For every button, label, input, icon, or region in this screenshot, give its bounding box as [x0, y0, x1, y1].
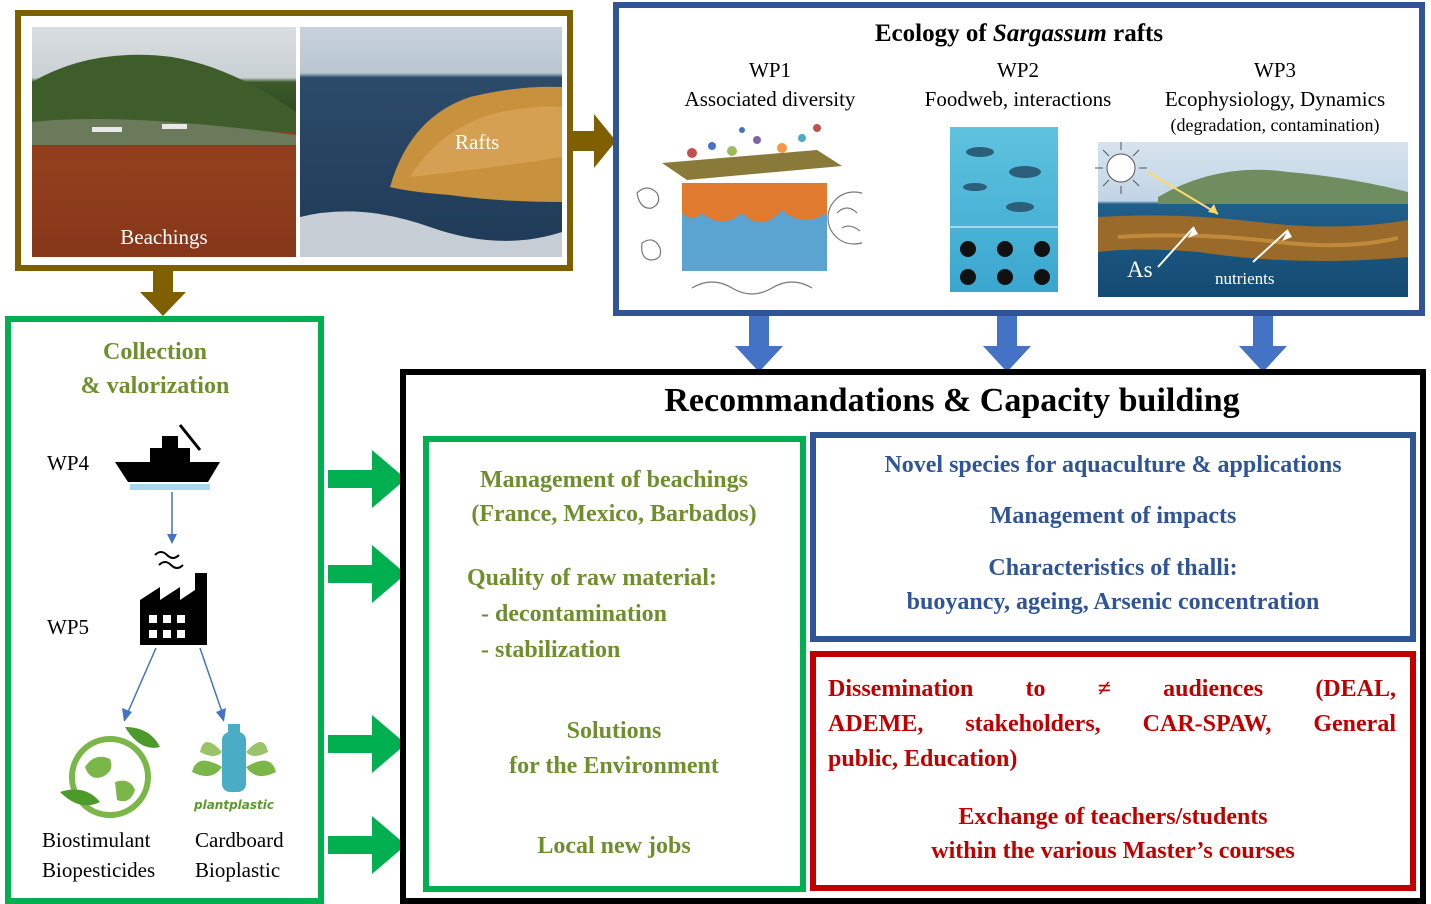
- as-label: As: [1127, 257, 1153, 282]
- product2-line2: Bioplastic: [195, 858, 281, 882]
- exchange-line1: Exchange of teachers/students: [958, 804, 1268, 830]
- blue-arrow-down-wp3: [1239, 316, 1287, 372]
- solutions-line1: Solutions: [566, 718, 662, 744]
- recommendations-title: Recommandations & Capacity building: [664, 382, 1240, 419]
- dissemination-line3: public, Education): [828, 746, 1018, 772]
- thalli-line2: buoyancy, ageing, Arsenic concentration: [906, 589, 1320, 615]
- blue-arrow-down-wp2: [983, 316, 1031, 372]
- photos-box: [15, 10, 573, 271]
- nutrients-label: nutrients: [1215, 269, 1275, 288]
- factory-icon: [140, 551, 207, 645]
- green-arrow-4: [328, 816, 406, 874]
- dissemination-line1: Dissemination to ≠ audiences (DEAL,: [828, 676, 1396, 702]
- product2-line1: Cardboard: [195, 828, 284, 852]
- quality-line2: - decontamination: [481, 601, 667, 627]
- green-inner-box: [423, 436, 806, 892]
- green-arrow-3: [328, 715, 406, 773]
- arrow-wp4-to-wp5: [167, 492, 177, 544]
- green-arrow-1: [328, 450, 406, 508]
- green-arrow-2: [328, 545, 406, 603]
- blue-arrow-down-wp1: [735, 316, 783, 372]
- wp3-ecophysiology-illustration: As nutrients: [1098, 142, 1408, 297]
- wp3-label: Ecophysiology, Dynamics: [1164, 87, 1386, 111]
- collection-box: [5, 316, 324, 904]
- ecophysiology-scene: [1098, 169, 1408, 268]
- collection-title-line1: Collection: [103, 339, 207, 365]
- plantplastic-icon: [192, 724, 276, 792]
- wp4-label: WP4: [47, 451, 89, 475]
- ecology-title-prefix: Ecology of: [874, 20, 993, 47]
- product1-label: Biostimulant Biopesticides: [42, 825, 155, 885]
- wp2-label: Foodweb, interactions: [924, 87, 1112, 111]
- ship-icon: [115, 424, 220, 490]
- novel-species: Novel species for aquaculture & applicat…: [884, 452, 1342, 478]
- brown-arrow-down: [140, 270, 186, 316]
- foodweb-scene: [950, 147, 1058, 285]
- quality-line1: Quality of raw material:: [467, 565, 717, 591]
- thalli-line1: Characteristics of thalli:: [988, 555, 1238, 581]
- quality-line3: - stabilization: [481, 637, 621, 663]
- wp3-id: WP3: [1254, 58, 1296, 82]
- exchange-line2: within the various Master’s courses: [931, 838, 1295, 864]
- rafts-photo: Rafts: [300, 27, 562, 257]
- wp1-heading: WP1 Associated diversity: [660, 56, 880, 114]
- wp5-label: WP5: [47, 615, 89, 639]
- brown-arrow-right: [572, 114, 616, 168]
- plantplastic-logo: plantplastic: [186, 722, 282, 817]
- biostimulant-globe-icon: [60, 727, 160, 818]
- product1-line1: Biostimulant: [42, 828, 151, 852]
- exchange-teachers: Exchange of teachers/students within the…: [816, 800, 1410, 868]
- beachings-photo: Beachings: [32, 27, 296, 257]
- recommendations-box: [400, 369, 1426, 904]
- wp3-sublabel: (degradation, contamination): [1170, 115, 1380, 135]
- management-line1: Management of beachings: [480, 467, 748, 493]
- ecology-box: [613, 2, 1425, 316]
- product2-label: Cardboard Bioplastic: [195, 825, 284, 885]
- local-new-jobs: Local new jobs: [537, 833, 691, 859]
- product1-line2: Biopesticides: [42, 858, 156, 882]
- wp2-foodweb-illustration: [950, 127, 1058, 292]
- wp2-heading: WP2 Foodweb, interactions: [903, 56, 1133, 114]
- management-of-beachings: Management of beachings (France, Mexico,…: [429, 463, 799, 531]
- ecology-title-suffix: rafts: [1106, 20, 1164, 47]
- beachings-label: Beachings: [120, 225, 208, 249]
- collection-title: Collection & valorization: [20, 335, 290, 403]
- sun-icon: [1095, 142, 1147, 194]
- beachings-scene: [32, 54, 296, 257]
- wp2-id: WP2: [997, 58, 1039, 82]
- solutions-environment: Solutions for the Environment: [429, 714, 799, 784]
- quality-raw-material: Quality of raw material: - decontaminati…: [467, 560, 797, 668]
- blue-inner-box: [810, 432, 1416, 642]
- arrows-wp5-to-products: [122, 648, 226, 722]
- management-of-impacts: Management of impacts: [989, 503, 1237, 529]
- management-line2: (France, Mexico, Barbados): [471, 501, 757, 527]
- collection-title-line2: & valorization: [80, 373, 230, 399]
- plantplastic-wordmark: plantplastic: [194, 798, 274, 812]
- wp3-heading: WP3 Ecophysiology, Dynamics (degradation…: [1140, 56, 1410, 136]
- ecology-title: Ecology of Sargassum rafts: [613, 20, 1425, 48]
- wp1-diversity-illustration: [636, 124, 862, 295]
- dissemination-line2: ADEME, stakeholders, CAR-SPAW, General: [828, 711, 1396, 737]
- characteristics-of-thalli: Characteristics of thalli: buoyancy, age…: [816, 551, 1410, 619]
- ecology-title-italic: Sargassum: [992, 20, 1107, 47]
- solutions-line2: for the Environment: [509, 753, 719, 779]
- wp1-id: WP1: [749, 58, 791, 82]
- rafts-scene: [300, 86, 562, 257]
- red-inner-box: [810, 651, 1416, 891]
- wp1-label: Associated diversity: [684, 87, 856, 111]
- dissemination: Dissemination to ≠ audiences (DEAL, ADEM…: [828, 672, 1396, 777]
- rafts-label: Rafts: [455, 130, 500, 154]
